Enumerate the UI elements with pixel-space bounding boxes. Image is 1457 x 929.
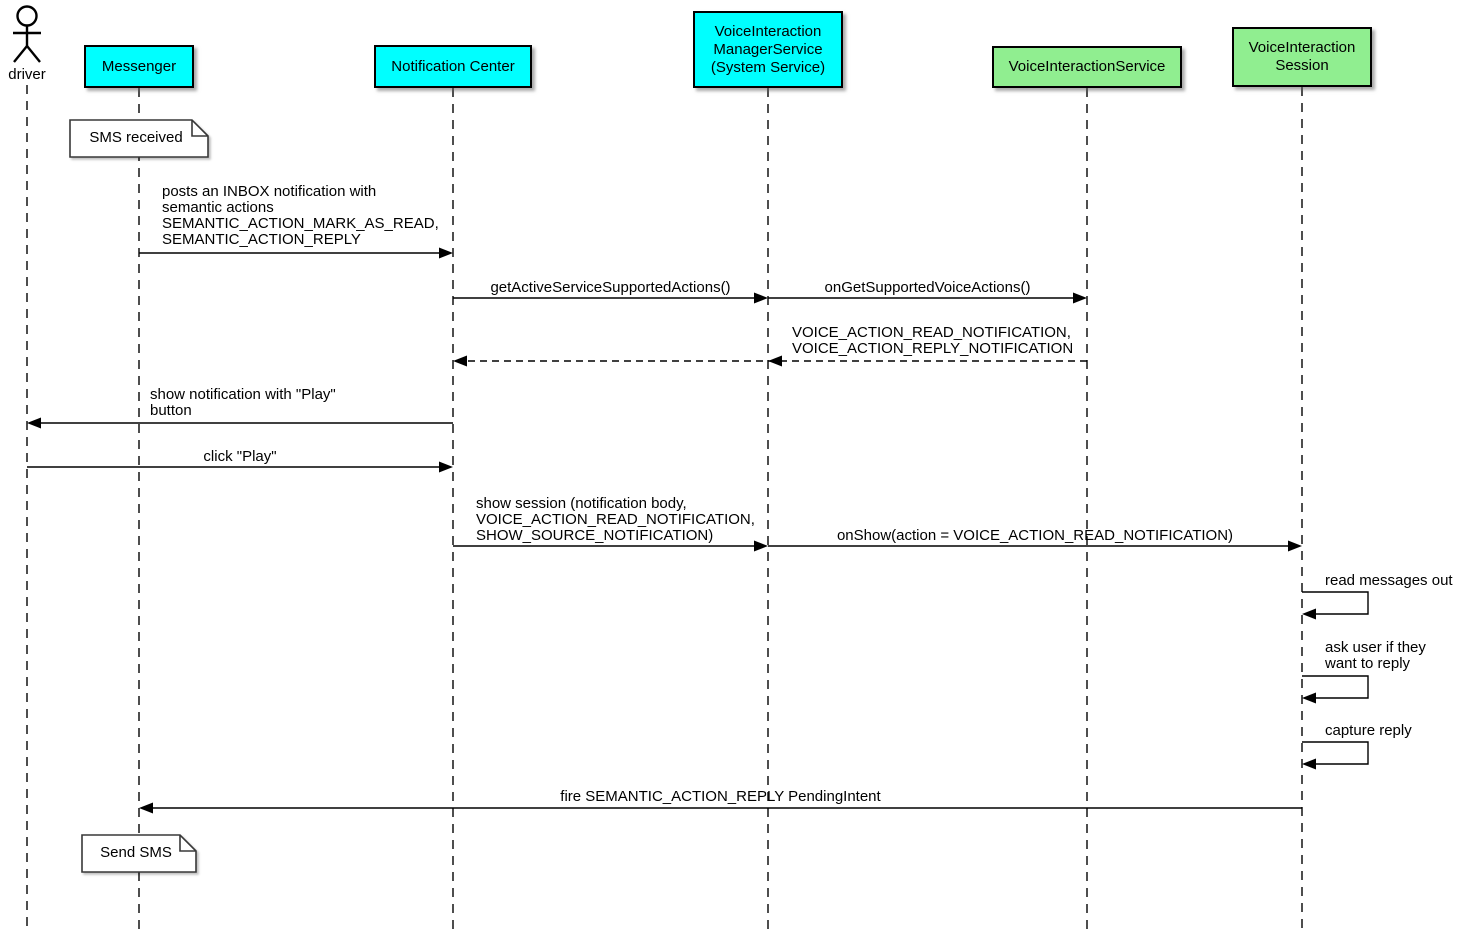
participant-voiceinteractionservice: VoiceInteractionService (992, 46, 1182, 88)
arrow-self-capture-reply (1302, 741, 1369, 770)
arrow-return-voice-actions (453, 355, 1087, 367)
arrow-on-get-supported-voice-actions (768, 292, 1087, 304)
arrow-self-ask-user-reply (1302, 675, 1369, 704)
note-send-sms-shape (81, 834, 197, 873)
note-send-sms-body (81, 834, 197, 873)
participant-messenger: Messenger (84, 45, 194, 88)
actor-driver-icon (13, 5, 41, 63)
message-show-notification-play: show notification with "Play" button (150, 386, 336, 419)
message-ask-user-reply: ask user if they want to reply (1325, 639, 1426, 672)
participant-voiceinteraction-managerservice: VoiceInteraction ManagerService (System … (693, 11, 843, 88)
arrow-on-show (768, 540, 1302, 552)
message-fire-pending-intent: fire SEMANTIC_ACTION_REPLY PendingIntent (560, 788, 881, 805)
arrow-click-play (27, 461, 453, 473)
message-on-get-supported-voice-actions: onGetSupportedVoiceActions() (824, 279, 1031, 296)
participant-voiceinteraction-session: VoiceInteraction Session (1232, 27, 1372, 87)
arrow-show-session (453, 540, 768, 552)
actor-driver-label: driver (8, 66, 46, 83)
arrow-get-active-service-supported-actions (453, 292, 768, 304)
note-sms-received-label: SMS received (89, 129, 183, 146)
message-capture-reply: capture reply (1325, 722, 1412, 739)
arrow-fire-pending-intent (139, 802, 1302, 814)
message-show-session: show session (notification body, VOICE_A… (476, 495, 755, 544)
message-return-voice-actions: VOICE_ACTION_READ_NOTIFICATION, VOICE_AC… (792, 324, 1074, 357)
arrow-show-notification-play (27, 417, 453, 429)
message-read-messages-out: read messages out (1325, 572, 1453, 589)
note-sms-received-shape (69, 119, 209, 158)
note-send-sms-label: Send SMS (100, 844, 172, 861)
arrow-posts-inbox-notification (139, 247, 453, 259)
participant-notification-center: Notification Center (374, 45, 532, 88)
message-click-play: click "Play" (203, 448, 277, 465)
note-sms-received-body (69, 119, 209, 158)
message-get-active-service-supported-actions: getActiveServiceSupportedActions() (490, 279, 731, 296)
arrow-self-read-messages-out (1302, 591, 1369, 620)
message-posts-inbox-notification: posts an INBOX notification with semanti… (162, 183, 439, 248)
message-on-show: onShow(action = VOICE_ACTION_READ_NOTIFI… (836, 527, 1234, 544)
note-sms-received-fold-icon (191, 120, 208, 137)
note-send-sms-fold-icon (179, 835, 196, 852)
